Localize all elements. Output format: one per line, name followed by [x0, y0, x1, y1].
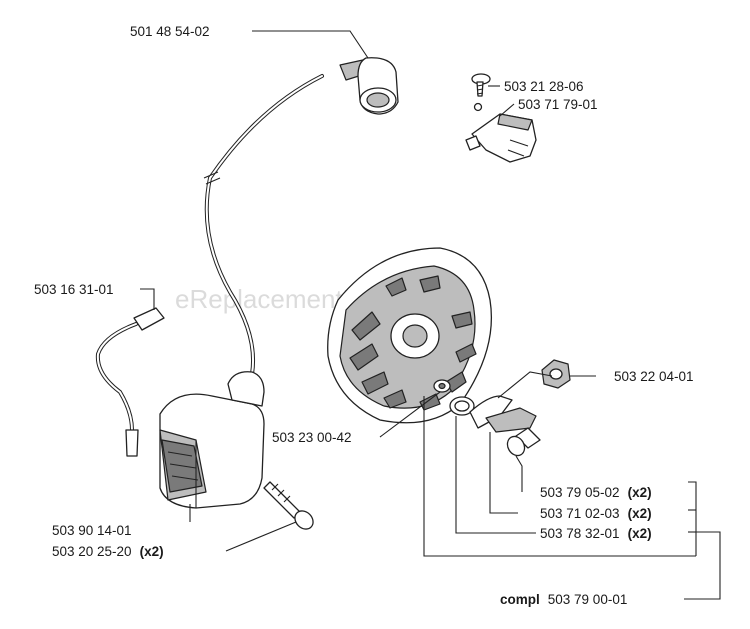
qty-pawl: (x2) — [628, 506, 652, 521]
ground-cable — [95, 307, 165, 457]
qty-pawl-bolt: (x2) — [628, 485, 652, 500]
label-flywheel-complete-row: compl 503 79 00-01 — [500, 591, 627, 608]
label-spark-plug-cap: 501 48 54-02 — [130, 24, 210, 39]
stop-switch — [465, 102, 537, 163]
label-pawl-row: 503 71 02-03 (x2) — [540, 505, 652, 522]
pawl-bolt — [506, 427, 541, 457]
label-cable-terminal: 503 16 31-01 — [34, 282, 114, 297]
flywheel-nut — [541, 359, 571, 389]
label-compl: compl — [500, 592, 540, 607]
spark-plug-boot — [339, 57, 399, 115]
leader-lines — [140, 30, 721, 600]
ht-lead — [203, 74, 324, 376]
starter-pawl — [469, 395, 537, 433]
label-pawl-bolt-row: 503 79 05-02 (x2) — [540, 484, 652, 501]
qty-ignition-screw: (x2) — [140, 544, 164, 559]
ignition-module — [159, 371, 265, 509]
flywheel — [327, 247, 493, 424]
label-ignition-module: 503 90 14-01 — [52, 523, 132, 538]
label-pivot-row: 503 78 32-01 (x2) — [540, 525, 652, 542]
label-flywheel-nut: 503 22 04-01 — [614, 369, 694, 384]
label-ignition-screw: 503 20 25-20 — [52, 544, 132, 559]
ignition-screw — [263, 481, 314, 530]
pivot-ring — [449, 396, 475, 416]
label-ignition-screw-row: 503 20 25-20 (x2) — [52, 543, 164, 560]
label-pivot: 503 78 32-01 — [540, 526, 620, 541]
flywheel-washer — [433, 379, 451, 393]
label-pawl: 503 71 02-03 — [540, 506, 620, 521]
qty-pivot: (x2) — [628, 526, 652, 541]
label-flywheel-washer: 503 23 00-42 — [272, 430, 352, 445]
label-pawl-bolt: 503 79 05-02 — [540, 485, 620, 500]
label-switch-screw: 503 21 28-06 — [504, 79, 584, 94]
label-stop-switch: 503 71 79-01 — [518, 97, 598, 112]
label-flywheel-complete: 503 79 00-01 — [548, 592, 628, 607]
switch-screw — [471, 73, 491, 97]
